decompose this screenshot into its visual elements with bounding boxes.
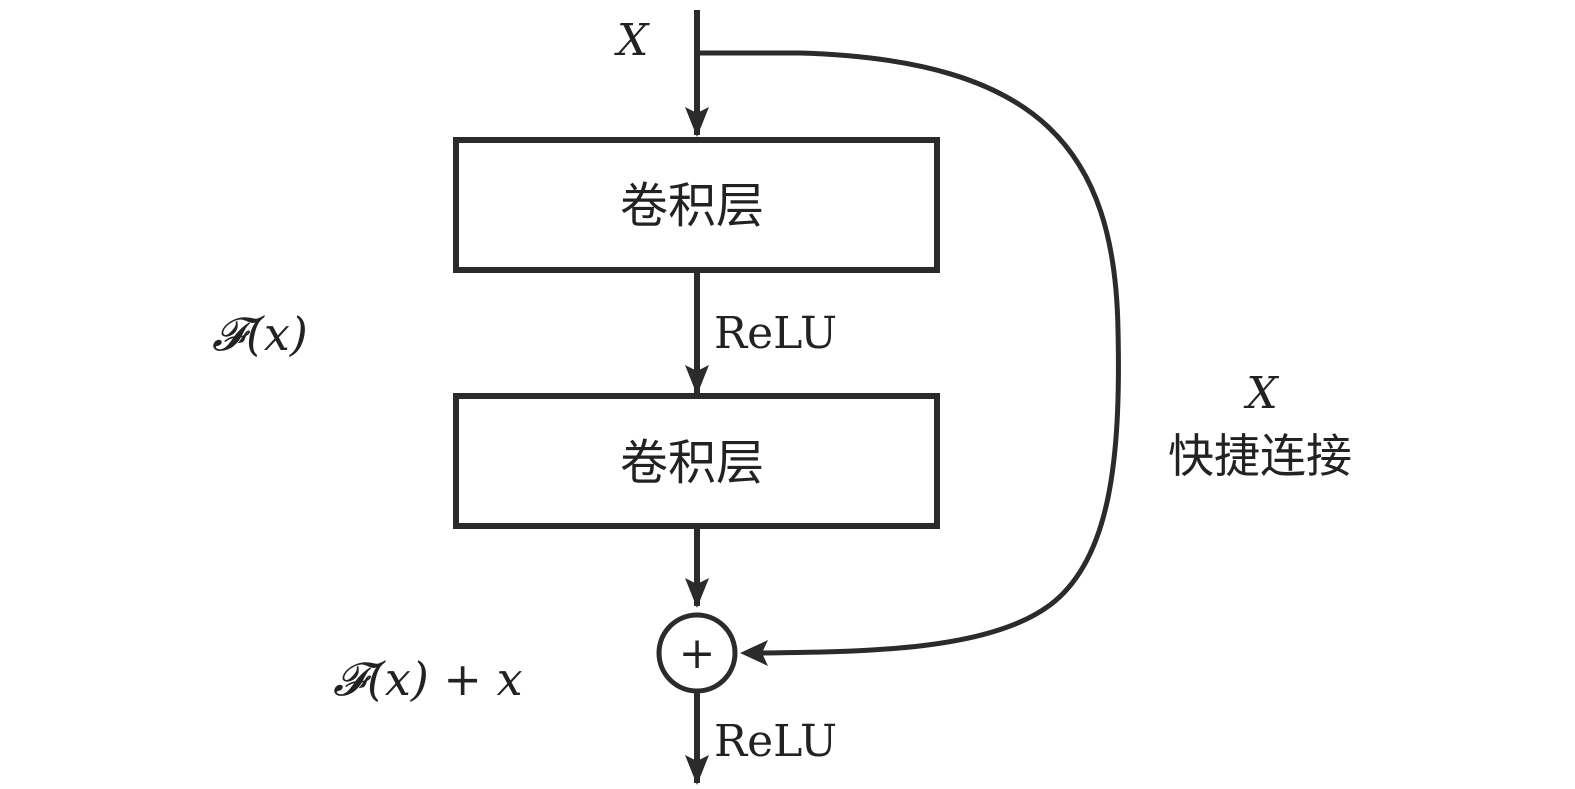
conv-layer-1-label: 卷积层 <box>620 178 764 234</box>
shortcut-arrowhead <box>740 640 768 666</box>
adder-node: + <box>656 612 738 694</box>
adder-symbol: + <box>679 628 716 679</box>
shortcut-connection <box>697 50 1121 656</box>
relu-label-2: ReLU <box>714 716 837 767</box>
conv-layer-2-label: 卷积层 <box>620 435 764 491</box>
relu-label-1: ReLU <box>714 308 837 359</box>
shortcut-label: 快捷连接 <box>1168 429 1352 483</box>
sum-label: 𝓕(x) + x <box>333 652 523 706</box>
residual-label: 𝓕(x) <box>212 307 308 361</box>
input-label: X <box>614 15 650 66</box>
conv-layer-2: 卷积层 <box>453 393 940 529</box>
shortcut-symbol: X <box>1243 368 1279 419</box>
conv-layer-1: 卷积层 <box>453 137 940 273</box>
